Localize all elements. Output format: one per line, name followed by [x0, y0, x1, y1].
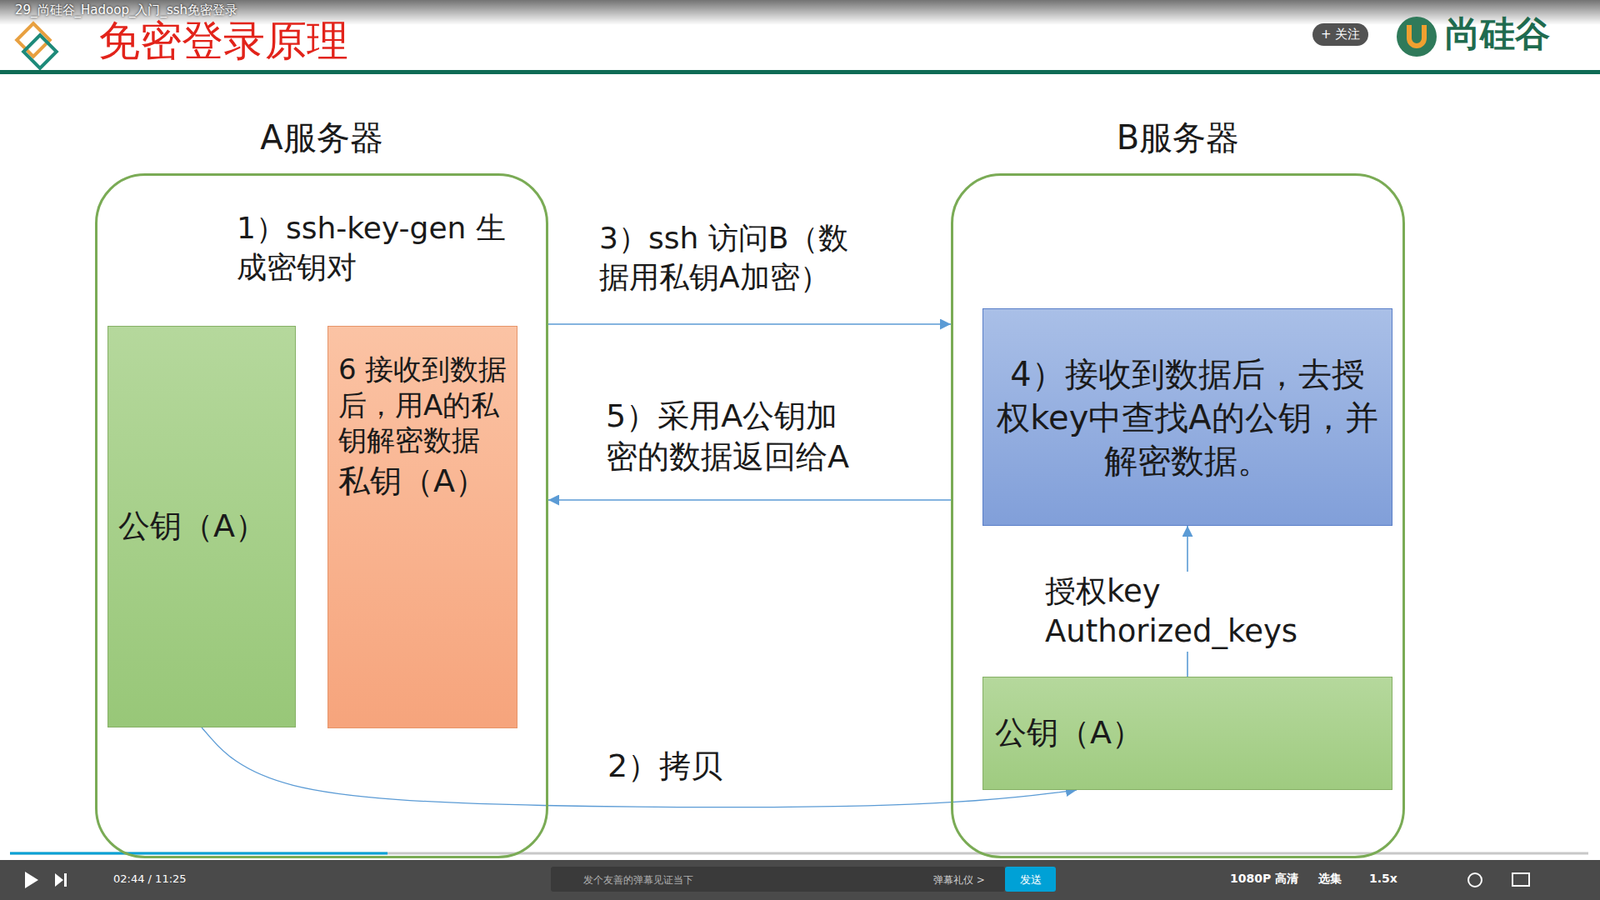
- brand-logo-mark: [1409, 25, 1425, 46]
- playback-speed: 1.5x: [1369, 871, 1398, 885]
- logo-diamond: [23, 35, 57, 69]
- danmaku-placeholder: 发个友善的弹幕见证当下: [583, 873, 694, 888]
- progress-track: [10, 852, 1589, 855]
- brand-name: 尚硅谷: [1445, 15, 1550, 54]
- play-time: 02:44 / 11:25: [113, 872, 187, 885]
- player-bar: [0, 860, 1600, 900]
- server-frame: B服务器4）接收到数据后，去授权key中查找A的公钥，并解密数据。公钥（A）: [950, 173, 1405, 859]
- brand-logo: [1396, 16, 1437, 57]
- key-label: 公钥（A）: [995, 713, 1380, 754]
- quality-setting: 1080P 高清: [1230, 871, 1299, 887]
- server-heading: B服务器: [953, 117, 1403, 158]
- key-label: 公钥（A）: [118, 506, 287, 547]
- connector-arrow: [201, 727, 1077, 808]
- process-box: 4）接收到数据后，去授权key中查找A的公钥，并解密数据。: [982, 308, 1393, 526]
- fullscreen-icon: [1512, 873, 1530, 886]
- title-underline: [0, 70, 1600, 75]
- step-note: 6 接收到数据后，用A的私钥解密数据: [338, 351, 510, 459]
- server-heading: A服务器: [97, 117, 546, 158]
- slide-title: 免密登录原理: [98, 18, 349, 65]
- play-icon: [25, 871, 39, 889]
- server-frame: A服务器1）ssh-key-gen 生成密钥对公钥（A）6 接收到数据后，用A的…: [95, 173, 549, 859]
- key-label: 私钥（A）: [338, 461, 510, 502]
- danmaku-input: [550, 866, 1005, 892]
- step-note: 1）ssh-key-gen 生成密钥对: [236, 209, 512, 288]
- send-button: [1005, 866, 1056, 892]
- public-key-box: 公钥（A）: [107, 325, 296, 728]
- next-icon: [64, 873, 67, 887]
- connector-arrow: [548, 323, 951, 325]
- step-note: 4）接收到数据后，去授权key中查找A的公钥，并解密数据。: [996, 352, 1379, 483]
- follow-button: + 关注: [1312, 23, 1369, 46]
- next-icon: [55, 873, 64, 887]
- connector-arrow: [548, 499, 951, 501]
- video-title: 29_尚硅谷_Hadoop_入门_ssh免密登录: [15, 2, 238, 19]
- progress-played: [10, 852, 388, 855]
- episode-list: 选集: [1318, 871, 1342, 887]
- send-button-text: 发送: [1005, 872, 1056, 888]
- edge-label: 授权key Authorized_keys: [1041, 571, 1359, 652]
- edge-label: 5）采用A公钥加密的数据返回给A: [605, 395, 860, 479]
- edge-label: 2）拷贝: [604, 747, 726, 786]
- settings-icon: [1468, 873, 1482, 887]
- danmaku-etiquette: 弹幕礼仪 >: [933, 873, 985, 888]
- private-key-box: 6 接收到数据后，用A的私钥解密数据私钥（A）: [327, 325, 518, 729]
- edge-label: 3）ssh 访问B（数据用私钥A加密）: [599, 219, 866, 298]
- authorized-key-box: 公钥（A）: [982, 676, 1393, 790]
